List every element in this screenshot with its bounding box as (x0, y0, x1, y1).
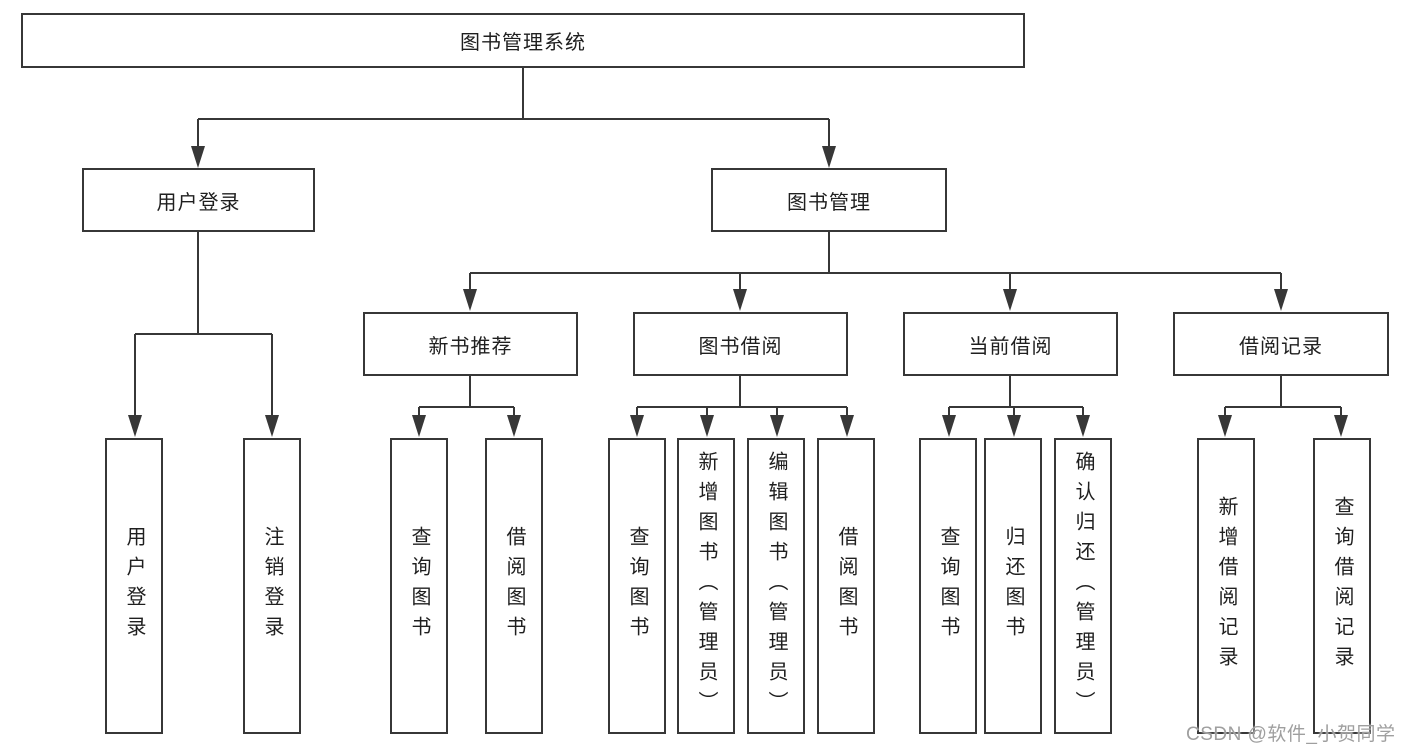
leaf-add-books-admin: 新增图书（管理员） (677, 438, 735, 734)
node-user-login: 用户登录 (82, 168, 315, 232)
leaf-user-login: 用户登录 (105, 438, 163, 734)
node-book-management: 图书管理 (711, 168, 947, 232)
leaf-return-books: 归还图书 (984, 438, 1042, 734)
csdn-watermark: CSDN @软件_小贺同学 (1186, 724, 1396, 745)
leaf-confirm-return-admin: 确认归还（管理员） (1054, 438, 1112, 734)
leaf-borrow-books-recommend: 借阅图书 (485, 438, 543, 734)
arrowhead-icons (128, 146, 1348, 437)
leaf-edit-books-admin: 编辑图书（管理员） (747, 438, 805, 734)
leaf-borrow-books-borrowing: 借阅图书 (817, 438, 875, 734)
node-root-library-management-system: 图书管理系统 (21, 13, 1025, 68)
leaf-query-books-borrowing: 查询图书 (608, 438, 666, 734)
node-current-borrowing: 当前借阅 (903, 312, 1118, 376)
leaf-add-borrow-record: 新增借阅记录 (1197, 438, 1255, 734)
leaf-query-books-current: 查询图书 (919, 438, 977, 734)
node-book-borrowing: 图书借阅 (633, 312, 848, 376)
leaf-query-books-recommend: 查询图书 (390, 438, 448, 734)
node-new-book-recommend: 新书推荐 (363, 312, 578, 376)
leaf-logout: 注销登录 (243, 438, 301, 734)
leaf-query-borrow-record: 查询借阅记录 (1313, 438, 1371, 734)
node-borrowing-records: 借阅记录 (1173, 312, 1389, 376)
